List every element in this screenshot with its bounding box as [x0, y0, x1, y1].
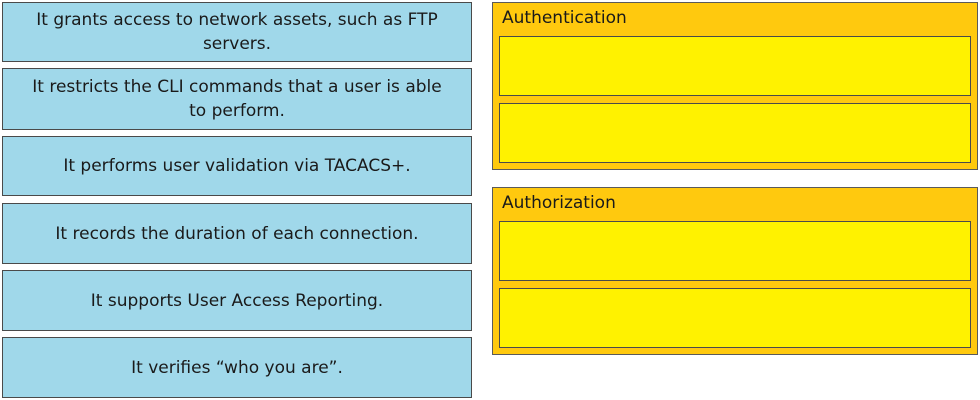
- answer-options-list: It grants access to network assets, such…: [0, 0, 476, 400]
- drag-item-label: It supports User Access Reporting.: [90, 290, 384, 311]
- authentication-drop-slot-1[interactable]: [499, 36, 971, 96]
- drag-item-label: It performs user validation via TACACS+.: [63, 156, 411, 176]
- group-title: Authorization: [502, 193, 616, 213]
- drag-item-label: It verifies “who you are”.: [131, 357, 343, 378]
- drag-item-label: It records the duration of each connecti…: [55, 223, 419, 244]
- authorization-target-group: Authorization: [492, 187, 978, 355]
- authentication-drop-slot-2[interactable]: [499, 103, 971, 163]
- drag-item-label: It grants access to network assets, such…: [36, 10, 438, 54]
- drag-item-label: It restricts the CLI commands that a use…: [32, 77, 442, 121]
- drag-item-tacacs-validation[interactable]: It performs user validation via TACACS+.: [2, 136, 472, 196]
- drag-item-verifies-identity[interactable]: It verifies “who you are”.: [2, 337, 472, 398]
- drag-item-grants-access[interactable]: It grants access to network assets, such…: [2, 2, 472, 62]
- drag-item-user-access-reporting[interactable]: It supports User Access Reporting.: [2, 270, 472, 331]
- authorization-drop-slot-2[interactable]: [499, 288, 971, 348]
- authentication-target-group: Authentication: [492, 2, 978, 170]
- authorization-drop-slot-1[interactable]: [499, 221, 971, 281]
- drag-item-restricts-cli[interactable]: It restricts the CLI commands that a use…: [2, 68, 472, 130]
- group-title: Authentication: [502, 8, 627, 28]
- drag-item-records-duration[interactable]: It records the duration of each connecti…: [2, 203, 472, 264]
